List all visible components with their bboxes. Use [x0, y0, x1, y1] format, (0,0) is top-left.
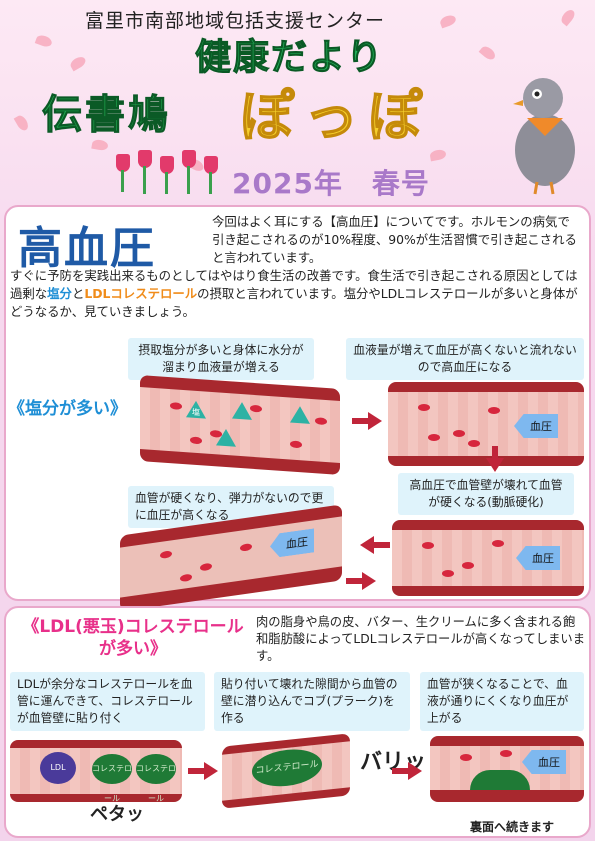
cholesterol-blob: コレステロール — [92, 754, 132, 802]
pigeon-mascot-icon — [513, 78, 575, 195]
ldl-step2-caption: 貼り付いて壊れた隙間から血管の壁に潜り込んでコブ(プラーク)を作る — [214, 672, 410, 731]
vessel-ldl-step3: 血圧 — [430, 736, 584, 802]
salt-step1-caption: 摂取塩分が多いと身体に水分が溜まり血液量が増える — [128, 338, 314, 380]
ldl-label-line1: 《LDL(悪玉)コレステロール — [22, 617, 244, 637]
ldl-particle: LDL — [40, 752, 76, 784]
blood-pressure-arrow: 血圧 — [522, 750, 566, 774]
petal-icon — [559, 7, 577, 27]
vessel-ldl-step1: LDL コレステロール コレステロール — [10, 740, 182, 802]
salt-mark: 塩 — [192, 407, 200, 418]
salt-step2-caption: 血液量が増えて血圧が高くないと流れないので高血圧になる — [346, 338, 584, 380]
arrow-left-icon — [360, 536, 390, 554]
cholesterol-blob: コレステロール — [136, 754, 176, 802]
arrow-right-icon — [352, 412, 382, 430]
blood-pressure-arrow: 血圧 — [516, 546, 560, 570]
salt-step3-caption: 高血圧で血管壁が壊れて血管が硬くなる(動脈硬化) — [398, 473, 574, 515]
organization-name: 富里市南部地域包括支援センター — [84, 10, 385, 32]
ldl-step3-caption: 血管が狭くなることで、血液が通りにくくなり血圧が上がる — [420, 672, 584, 731]
petal-icon — [68, 54, 88, 72]
intro-paragraph: 今回はよく耳にする【高血圧】についてです。ホルモンの病気で引き起こされるのが10… — [212, 214, 577, 265]
salt-section-label: 《塩分が多い》 — [8, 399, 127, 419]
salt-keyword: 塩分 — [47, 286, 72, 301]
petal-icon — [13, 113, 31, 133]
newsletter-title: 健康だより — [194, 37, 385, 79]
arrow-right-icon — [346, 572, 376, 590]
ldl-description: 肉の脂身や鳥の皮、バター、生クリームに多く含まれる飽和脂肪酸によってLDLコレス… — [256, 615, 585, 663]
cause-text-1: すぐに予防を実践出来るものとしてはやはり食生活の改善です。食生活で引き起こされる… — [10, 268, 578, 301]
ldl-section-label: 《LDL(悪玉)コレステロール が多い》 — [8, 616, 258, 660]
newsletter-name-poppo: ぽっぽ — [239, 84, 432, 149]
blood-pressure-arrow: 血圧 — [514, 414, 558, 438]
newsletter-name-pigeon: 伝書鳩 — [42, 92, 171, 139]
plaque — [470, 770, 530, 790]
vessel-salt-step2: 血圧 — [388, 382, 584, 466]
vessel-salt-step3: 血圧 — [392, 520, 584, 596]
continued-note: 裏面へ続きます — [470, 820, 555, 834]
sfx-peta: ペタッ — [90, 804, 144, 825]
arrow-down-icon — [486, 446, 504, 472]
arrow-right-icon — [188, 762, 218, 780]
vessel-salt-step1: 塩 — [140, 375, 340, 475]
issue-label: 2025年 春号 — [232, 167, 430, 200]
article-title: 高血圧 — [18, 223, 156, 274]
ldl-step1-caption: LDLが余分なコレステロールを血管に運んできて、コレステロールが血管壁に貼り付く — [10, 672, 205, 731]
and-text: と — [71, 286, 85, 301]
tulips-illustration — [112, 150, 222, 198]
petal-icon — [478, 44, 498, 62]
cause-text-2: の摂取と言われています。塩分やLDLコレステロールが多いと身体がどうなるか、見て… — [10, 286, 578, 319]
petal-icon — [91, 138, 109, 152]
arrow-right-icon — [392, 762, 422, 780]
ldl-label-line2: が多い》 — [99, 639, 167, 659]
cause-paragraph: すぐに予防を実践出来るものとしてはやはり食生活の改善です。食生活で引き起こされる… — [10, 267, 585, 321]
petal-icon — [34, 33, 54, 49]
ldl-keyword: LDLコレステロール — [84, 286, 198, 301]
